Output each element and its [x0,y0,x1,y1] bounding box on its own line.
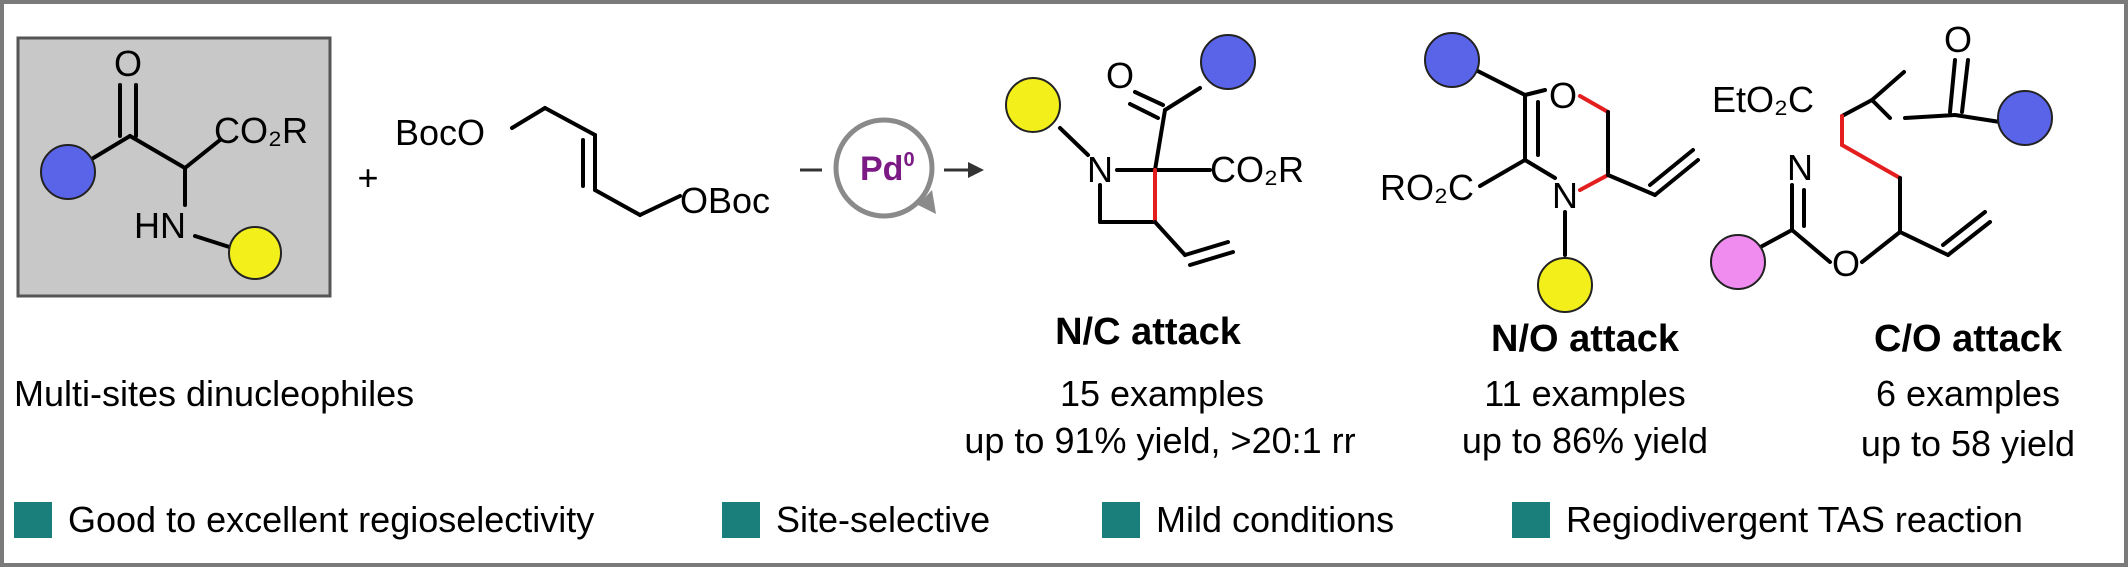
reaction-arrow: Pd0 [800,117,984,219]
azetidine-ketone-oxygen: O [1106,55,1134,96]
product-oxazine-structure: O N RO₂C [1380,32,1700,313]
blue-group-circle [1200,34,1256,90]
blue-group-circle [40,144,96,200]
substrate-amine-label: HN [134,205,186,246]
product-yield-n-o: up to 86% yield [1461,420,1709,461]
azetidine-ester-label: CO₂R [1210,149,1304,190]
legend-item-regioselectivity: Good to excellent regioselectivity [14,498,594,542]
legend-label: Site-selective [776,499,991,540]
legend-item-site-selective: Site-selective [722,498,990,542]
product-title-n-c: N/C attack [1055,311,1241,353]
catalyst-superscript: 0 [903,149,914,171]
pink-group-circle [1710,234,1766,290]
legend-item-regiodivergent: Regiodivergent TAS reaction [1512,498,2023,542]
product-examples-n-c: 15 examples [1059,373,1265,414]
product-yield-c-o: up to 58 yield [1860,423,2076,464]
c-o-product-ester-label: EtO₂C [1712,79,1814,120]
substrate-ketone-oxygen: O [114,43,142,84]
o-boc-right-label: OBoc [680,180,770,221]
boc-o-left-label: BocO [395,112,485,153]
teal-square-icon [14,502,52,538]
legend-label: Mild conditions [1156,499,1395,540]
legend-label: Good to excellent regioselectivity [68,499,595,540]
substrate-ester-label: CO₂R [214,110,308,151]
azetidine-nitrogen: N [1087,149,1113,190]
product-yield-n-c: up to 91% yield, >20:1 rr [964,420,1356,461]
catalytic-cycle-icon [833,117,935,219]
teal-square-icon [1102,502,1140,538]
catalyst-label: Pd0 [860,149,915,188]
oxazine-nitrogen: N [1552,175,1578,216]
blue-group-circle [1424,32,1480,88]
oxazine-oxygen: O [1549,75,1577,116]
dicarbonate-structure: BocO OBoc [395,106,770,221]
oxazine-ester-label: RO₂C [1380,167,1474,208]
substrate-structure: O CO₂R HN [40,43,308,280]
c-o-product-ring-oxygen: O [1832,243,1860,284]
product-examples-c-o: 6 examples [1875,373,2061,414]
yellow-group-circle [1005,77,1061,133]
plus-sign: + [357,157,378,198]
teal-square-icon [1512,502,1550,538]
c-o-product-ketone-oxygen: O [1944,19,1972,60]
legend-item-mild-conditions: Mild conditions [1102,498,1394,542]
catalyst-symbol: Pd [860,150,903,188]
yellow-group-circle [1537,257,1593,313]
product-title-c-o: C/O attack [1874,318,2062,360]
product-examples-n-o: 11 examples [1484,373,1686,414]
legend-label: Regiodivergent TAS reaction [1566,499,2023,540]
substrate-caption: Multi-sites dinucleophiles [14,373,415,414]
c-o-product-nitrogen: N [1787,147,1813,188]
blue-group-circle [1997,90,2053,146]
product-title-n-o: N/O attack [1491,318,1679,360]
teal-square-icon [722,502,760,538]
product-c-o-oxazine-structure: EtO₂C O N O [1710,19,2053,290]
product-azetidine-structure: O N CO₂R [1005,34,1304,267]
yellow-group-circle [228,226,282,280]
